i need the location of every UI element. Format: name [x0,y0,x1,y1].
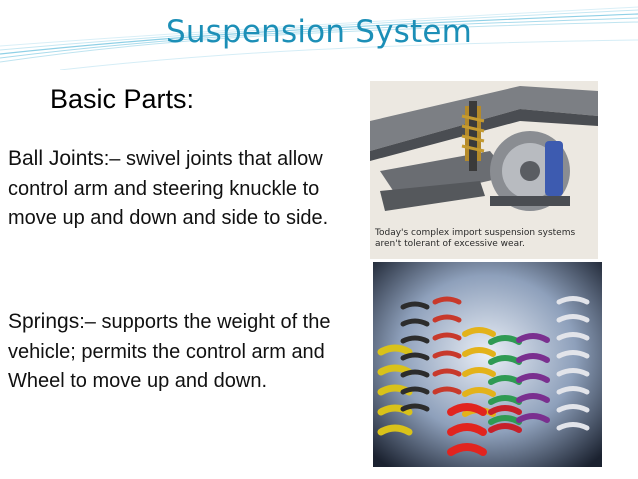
header-swoosh-decoration [0,6,638,70]
ball-joints-description: swivel joints that allow control arm and… [8,148,329,229]
photo-caption: Today's complex import suspension system… [375,228,576,249]
suspension-assembly-photo [370,81,598,259]
ball-joints-separator: :– [103,148,121,170]
springs-description: supports the weight of the vehicle; perm… [8,311,331,392]
springs-term: Springs [8,310,80,333]
ball-joints-paragraph: Ball Joints:– swivel joints that allow c… [8,144,353,234]
slide-title: Suspension System [165,14,473,50]
springs-paragraph: Springs:– supports the weight of the veh… [8,307,353,397]
coil-springs-photo [373,262,602,467]
slide-subtitle: Basic Parts: [50,84,195,114]
ball-joints-term: Ball Joints [8,147,104,170]
springs-separator: :– [79,311,96,333]
